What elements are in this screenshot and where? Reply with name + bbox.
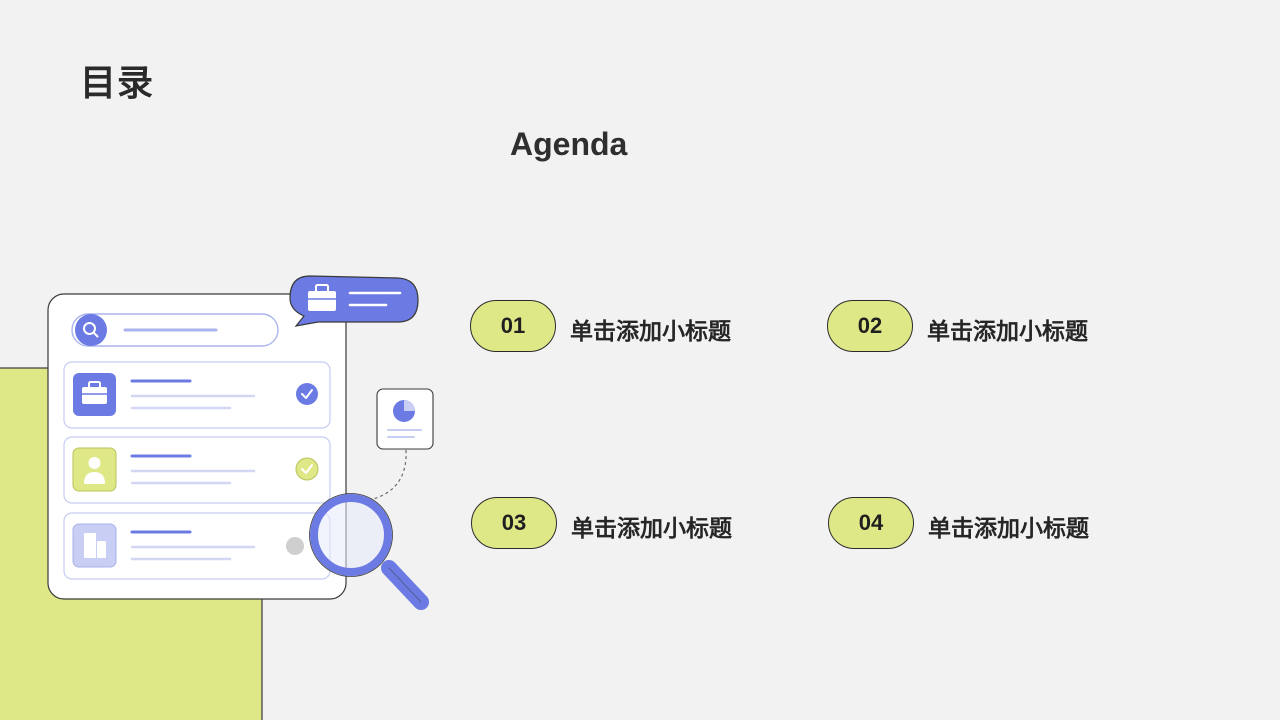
agenda-number-badge: 01 <box>470 300 556 352</box>
agenda-label: 单击添加小标题 <box>927 318 1088 344</box>
chat-bubble <box>289 275 419 327</box>
agenda-label: 单击添加小标题 <box>928 515 1089 541</box>
agenda-item-3[interactable]: 03 单击添加小标题 <box>471 495 732 551</box>
list-item <box>63 436 331 504</box>
check-icon <box>296 383 318 405</box>
agenda-item-1[interactable]: 01 单击添加小标题 <box>470 298 731 354</box>
list-item <box>63 512 331 580</box>
briefcase-icon <box>308 284 336 311</box>
page-title: 目录 <box>80 62 155 103</box>
building-icon <box>84 533 106 558</box>
dashed-connector <box>369 449 407 501</box>
agenda-item-4[interactable]: 04 单击添加小标题 <box>828 495 1089 551</box>
briefcase-icon <box>82 381 107 404</box>
agenda-number-badge: 04 <box>828 497 914 549</box>
status-dot <box>286 537 304 555</box>
page-subtitle: Agenda <box>510 126 628 162</box>
pie-chart-icon <box>393 400 415 422</box>
document-card <box>376 388 434 450</box>
agenda-number-badge: 03 <box>471 497 557 549</box>
search-icon <box>83 322 99 338</box>
list-item <box>63 361 331 429</box>
agenda-label: 单击添加小标题 <box>571 515 732 541</box>
check-icon <box>295 457 319 481</box>
user-icon <box>84 457 105 484</box>
agenda-number-badge: 02 <box>827 300 913 352</box>
agenda-label: 单击添加小标题 <box>570 318 731 344</box>
magnifier-icon <box>309 493 429 610</box>
agenda-item-2[interactable]: 02 单击添加小标题 <box>827 298 1088 354</box>
search-bar <box>71 313 279 347</box>
